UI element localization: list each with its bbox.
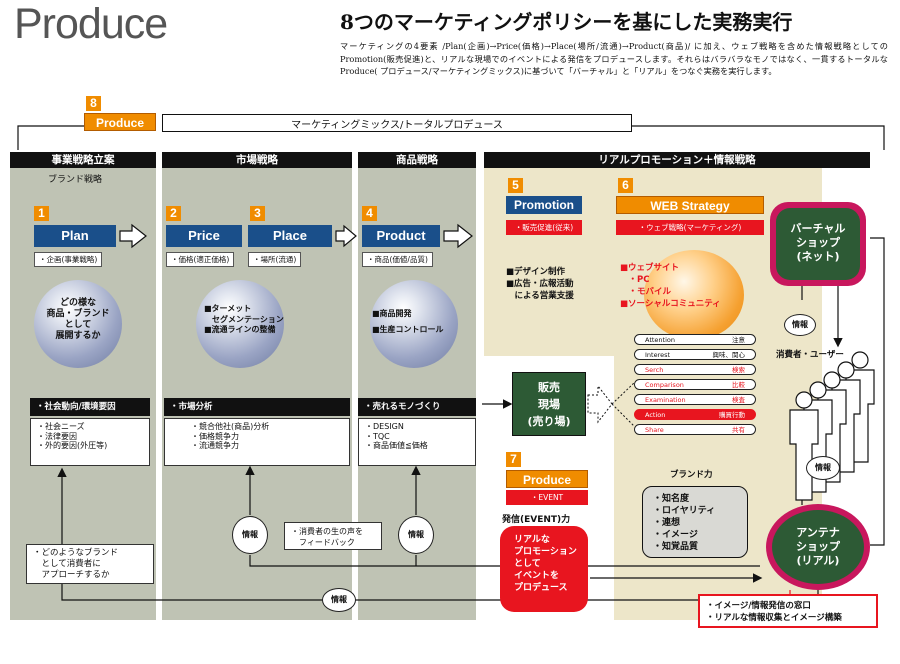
sphere-market <box>196 280 284 368</box>
info-circle-product: 情報 <box>398 516 434 554</box>
step-arrows <box>119 223 473 249</box>
window-box: ・イメージ/情報発信の窓口 ・リアルな情報収集とイメージ構築 <box>698 594 878 628</box>
step-5-promotion: Promotion <box>506 196 582 214</box>
step-7-number: 7 <box>506 452 521 467</box>
web-text: ■ウェブサイト ・PC ・モバイル ■ソーシャルコミュニティ <box>620 263 721 309</box>
page-title: Produce <box>14 0 168 48</box>
produce-bar <box>162 114 632 132</box>
step-3-number: 3 <box>250 206 265 221</box>
analysis-head-social: ・社会動向/環境要因 <box>30 398 150 416</box>
column-header-promotion: リアルプロモーション＋情報戦略 <box>484 152 870 168</box>
sphere-plan-text: どの様な 商品・ブランド として 展開するか <box>46 298 110 341</box>
info-circle-right-bottom: 情報 <box>806 456 840 480</box>
step-6-tag: ・ウェブ戦略(マーケティング) <box>616 220 764 235</box>
step-5-tag: ・販売促進(従来) <box>506 220 582 235</box>
antenna-shop: アンテナ ショップ (リアル) <box>772 510 864 584</box>
analysis-body-social: ・社会ニーズ ・法律要因 ・外的要因(外圧等) <box>30 418 150 466</box>
brand-strategy-label: ブランド戦略 <box>48 175 103 185</box>
step-7-tag: ・EVENT <box>506 490 588 505</box>
step-7-produce: Produce <box>506 470 588 488</box>
column-header-product: 商品戦略 <box>358 152 476 168</box>
step-1-number: 1 <box>34 206 49 221</box>
info-circle-right-top: 情報 <box>784 314 816 336</box>
event-box: リアルな プロモーション として イベントを プロデュース <box>500 526 588 612</box>
step-6-web-strategy: WEB Strategy <box>616 196 764 214</box>
info-circle-market: 情報 <box>232 516 268 554</box>
step-1-tag: ・企画(事業戦略) <box>34 252 103 267</box>
step-4-number: 4 <box>362 206 377 221</box>
step-8-number: 8 <box>86 96 101 111</box>
event-caption: 発信(EVENT)力 <box>502 515 571 525</box>
web-sphere <box>644 250 744 340</box>
info-circle-bottom: 情報 <box>322 588 356 612</box>
feedback-box: ・消費者の生の声を フィードバック <box>284 522 382 550</box>
consumers-label: 消費者・ユーザー <box>776 350 844 360</box>
headline: 8つのマーケティングポリシーを基にした実務実行 <box>340 10 793 34</box>
sphere-market-text: ■ターメット セグメンテーション ■流通ラインの整備 <box>204 304 284 334</box>
brand-power-title: ブランド力 <box>670 470 713 480</box>
step-1-plan: Plan <box>34 225 116 247</box>
step-3-tag: ・場所(流通) <box>248 252 302 267</box>
analysis-body-market: ・競合他社(商品)分析 ・価格競争力 ・流通競争力 <box>164 418 350 466</box>
sphere-plan <box>34 280 122 368</box>
column-header-market: 市場戦略 <box>162 152 352 168</box>
column-header-business: 事業戦略立案 <box>10 152 156 168</box>
sales-floor-box: 販売 現場 (売り場) <box>512 372 586 436</box>
step-2-price: Price <box>166 225 242 247</box>
step-4-tag: ・商品(価値/品質) <box>362 252 433 267</box>
consumer-figures <box>789 351 875 501</box>
step-2-number: 2 <box>166 206 181 221</box>
promotion-accent <box>506 265 566 277</box>
sphere-product <box>370 280 458 368</box>
virtual-shop: バーチャル ショップ (ネット) <box>776 208 860 280</box>
step-4-product: Product <box>362 225 440 247</box>
sphere-product-text: ■商品開発 ■生産コントロール <box>372 309 444 334</box>
step-2-tag: ・価格(適正価格) <box>166 252 235 267</box>
analysis-body-product: ・DESIGN ・TQC ・商品価値≦価格 <box>358 418 476 466</box>
produce-bar-label: Produce <box>84 113 156 131</box>
analysis-head-market: ・市場分析 <box>164 398 350 416</box>
analysis-head-product: ・売れるモノづくり <box>358 398 476 416</box>
brand-approach-box: ・どのようなブランド として消費者に アプローチするか <box>26 544 154 584</box>
brand-power-box: ・知名度 ・ロイヤリティ ・連想 ・イメージ ・知覚品質 <box>642 486 748 558</box>
step-5-number: 5 <box>508 178 523 193</box>
promotion-text: ■デザイン制作 ■広告・広報活動 による営業支援 <box>506 267 574 301</box>
step-3-place: Place <box>248 225 332 247</box>
intro-text: マーケティングの4要素 /Plan(企画)→Price(価格)→Place(場所… <box>340 41 888 76</box>
produce-bar-text: マーケティングミックス/トータルプロデュース <box>291 120 503 131</box>
step-6-number: 6 <box>618 178 633 193</box>
